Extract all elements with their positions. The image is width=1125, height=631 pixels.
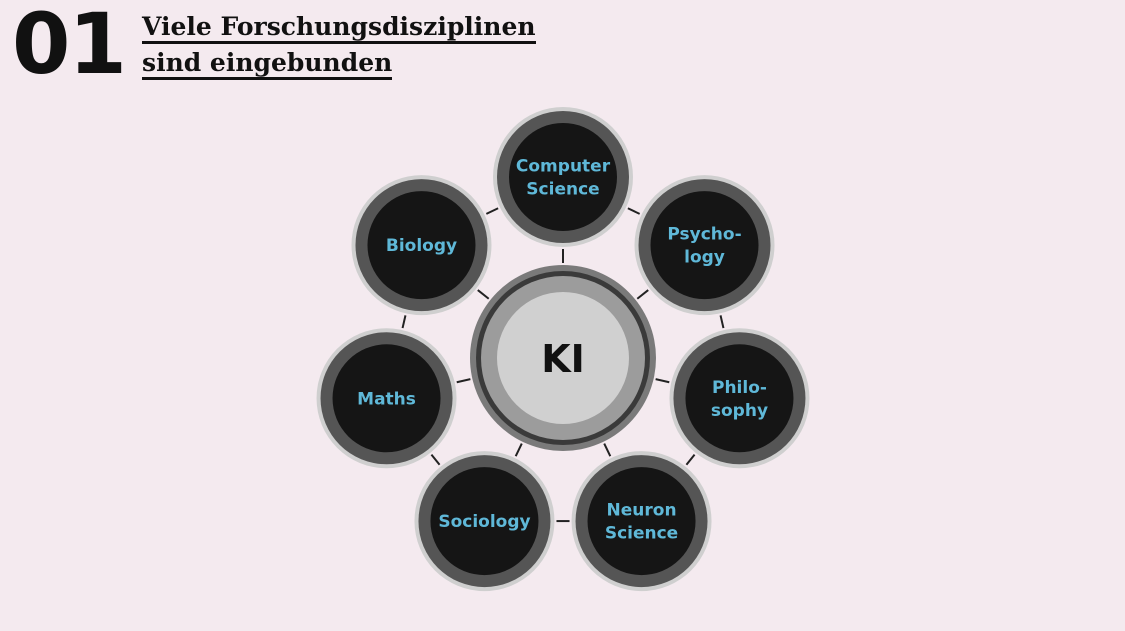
- discipline-label: Science: [526, 180, 599, 200]
- link-computer-science-psychology: [627, 207, 641, 215]
- section-number: 01: [12, 0, 127, 93]
- spoke-sociology: [514, 443, 523, 457]
- discipline-label: Neuron: [607, 501, 677, 521]
- discipline-sat-core: [509, 123, 617, 231]
- link-sociology-maths: [430, 453, 441, 466]
- spoke-psychology: [636, 289, 649, 300]
- link-biology-computer-science: [485, 207, 499, 215]
- discipline-sat-core: [332, 344, 441, 453]
- hub-core: [497, 292, 629, 424]
- discipline-sat-core: [367, 191, 476, 300]
- hub-node: KI: [470, 265, 656, 451]
- hub-label: KI: [541, 337, 585, 381]
- link-maths-biology: [401, 315, 407, 329]
- discipline-label: Sociology: [438, 512, 530, 532]
- discipline-sat-core: [650, 191, 759, 300]
- header: 01 Viele Forschungsdisziplinen sind eing…: [0, 0, 620, 100]
- spoke-maths: [456, 378, 471, 384]
- discipline-node-biology: Biology: [351, 175, 492, 316]
- title-line-2: sind eingebunden: [142, 50, 393, 80]
- discipline-label: Philo-: [712, 378, 767, 398]
- discipline-label: logy: [684, 248, 725, 268]
- discipline-sat-core: [430, 467, 539, 576]
- discipline-label: Science: [605, 524, 678, 544]
- spoke-neuron-science: [603, 443, 612, 457]
- discipline-sat-core: [685, 344, 794, 453]
- title-line-1: Viele Forschungsdisziplinen: [142, 14, 536, 44]
- spoke-philosophy: [655, 378, 670, 384]
- discipline-node-philosophy: Philo-sophy: [669, 328, 810, 469]
- discipline-node-maths: Maths: [316, 328, 457, 469]
- discipline-label: Biology: [386, 236, 457, 256]
- discipline-label: Maths: [357, 389, 416, 409]
- discipline-label: sophy: [711, 401, 768, 421]
- discipline-label: Computer: [516, 157, 611, 177]
- discipline-sat-core: [587, 467, 696, 576]
- spoke-biology: [477, 289, 490, 300]
- link-psychology-philosophy: [719, 315, 725, 329]
- satellites: ComputerSciencePsycho-logyPhilo-sophyNeu…: [316, 107, 810, 592]
- link-philosophy-neuron-science: [685, 453, 696, 466]
- discipline-node-psychology: Psycho-logy: [634, 175, 775, 316]
- connectors: [401, 207, 725, 523]
- discipline-label: Psycho-: [667, 225, 741, 245]
- discipline-node-sociology: Sociology: [414, 451, 555, 592]
